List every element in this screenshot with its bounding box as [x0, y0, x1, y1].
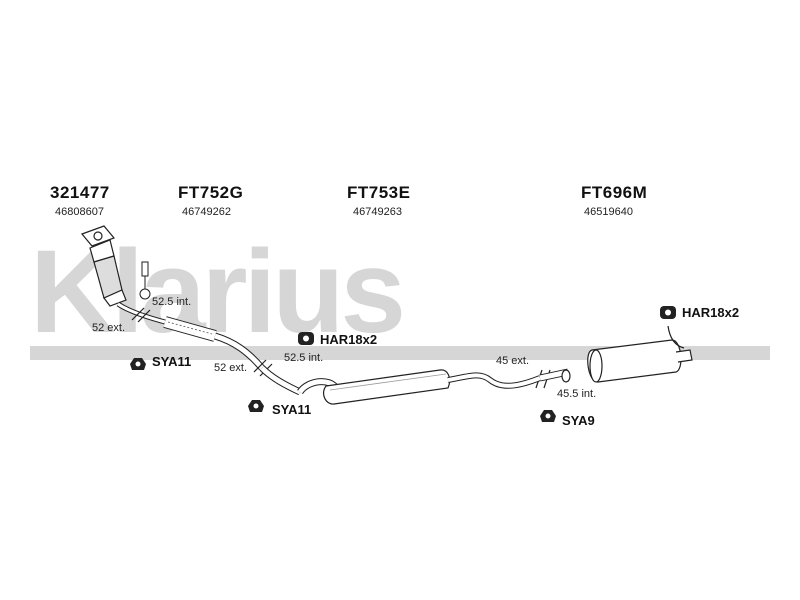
lambda-sensor — [139, 261, 151, 300]
dimension-label: 52 ext. — [92, 322, 126, 334]
dimension-label: 45.5 int. — [557, 388, 597, 400]
centre-silencer-FT753E — [259, 365, 542, 405]
oem-number-4: 46519640 — [584, 206, 633, 218]
clamp-icon — [540, 410, 556, 422]
rubber-hanger-icon — [298, 332, 314, 345]
dimension-label: 52.5 int. — [152, 296, 192, 308]
fitting-label: HAR18x2 — [320, 332, 378, 347]
part-code-4: FT696M — [581, 183, 648, 202]
fitting-label: SYA9 — [562, 413, 595, 428]
oem-number-3: 46749263 — [353, 206, 402, 218]
part-code-2: FT752G — [178, 183, 244, 202]
joint-marks — [131, 307, 551, 389]
oem-number-1: 46808607 — [55, 206, 104, 218]
fitting-label: SYA11 — [272, 402, 312, 417]
fitting-label: SYA11 — [152, 354, 192, 369]
clamp-icon — [130, 358, 146, 370]
dimension-label: 52.5 int. — [284, 352, 324, 364]
fitting-label: HAR18x2 — [682, 305, 740, 320]
rubber-hanger-icon — [660, 306, 676, 319]
clamp-icon — [248, 400, 264, 412]
dimension-label: 45 ext. — [496, 355, 530, 367]
rear-silencer-FT696M — [539, 325, 693, 383]
dimension-label: 52 ext. — [214, 362, 248, 374]
front-pipe-FT752G — [163, 316, 265, 371]
part-code-3: FT753E — [347, 183, 411, 202]
part-code-1: 321477 — [50, 183, 110, 202]
oem-number-2: 46749262 — [182, 206, 231, 218]
catalytic-converter-321477 — [80, 225, 166, 325]
